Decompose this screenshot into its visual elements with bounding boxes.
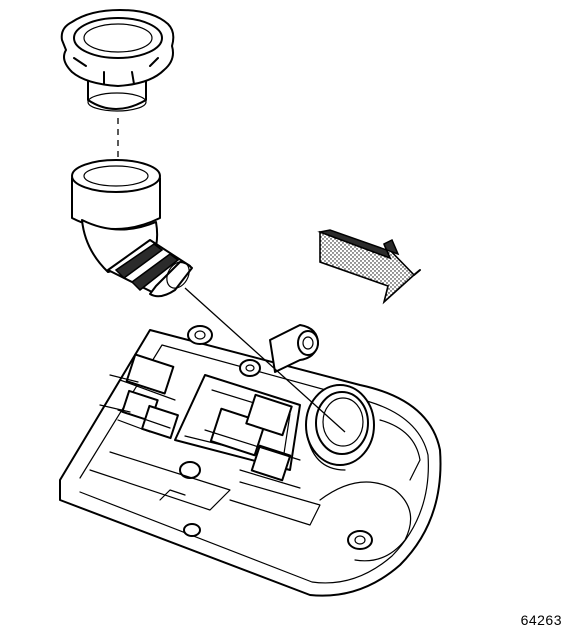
cover-filler-neck — [305, 384, 375, 471]
oil-filler-cap — [60, 9, 175, 112]
injector-left — [117, 353, 179, 440]
injector-center — [204, 393, 301, 489]
oil-filler-tube — [71, 159, 193, 298]
wire-leads — [99, 374, 151, 433]
figure-number: 64263 — [520, 612, 562, 628]
leader-line — [184, 287, 346, 433]
valve-cover — [59, 324, 442, 597]
front-arrow-icon — [317, 229, 421, 305]
